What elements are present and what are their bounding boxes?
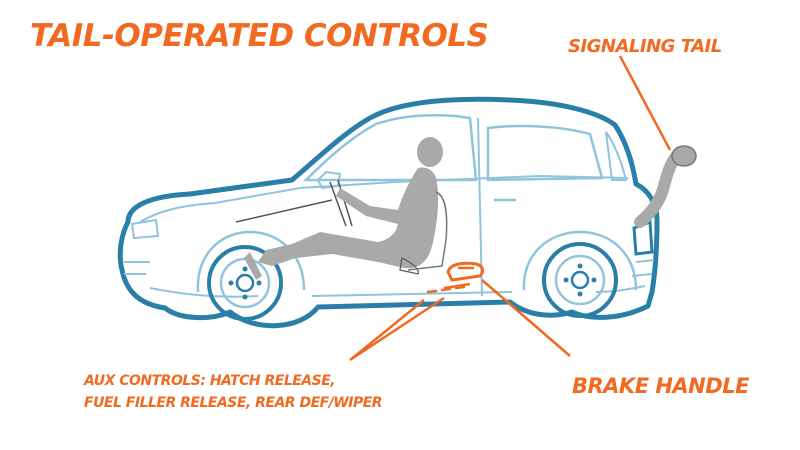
- aux-control-marks: [426, 285, 466, 294]
- car-body-outline: [117, 96, 660, 329]
- headlight: [130, 218, 160, 240]
- rear-wheel-arch: [522, 230, 638, 291]
- aux-controls-line2: FUEL FILLER RELEASE, REAR DEF/WIPER: [84, 395, 383, 411]
- aux-controls-line1: AUX CONTROLS: HATCH RELEASE,: [84, 373, 336, 389]
- driver-seat: [407, 191, 448, 271]
- steering-wheel: [337, 179, 353, 227]
- leader-aux-controls: [349, 296, 445, 362]
- leader-brake-handle: [481, 279, 571, 357]
- brake-handle-label: BRAKE HANDLE: [572, 374, 749, 398]
- front-bumper: [124, 261, 150, 275]
- rear-window: [486, 124, 604, 182]
- diagram-title: TAIL-OPERATED CONTROLS: [30, 18, 489, 54]
- brake-handle: [443, 261, 485, 290]
- signaling-tail-label: SIGNALING TAIL: [568, 36, 722, 57]
- aux-controls-label: AUX CONTROLS: HATCH RELEASE, FUEL FILLER…: [84, 370, 383, 414]
- hatch-glass: [605, 131, 628, 181]
- dashboard-line: [235, 199, 333, 223]
- signaling-tail: [634, 145, 697, 228]
- rear-wheel: [542, 242, 618, 318]
- driver-figure: [244, 137, 443, 280]
- front-wheel-arch: [196, 230, 306, 293]
- leader-signaling-tail: [618, 55, 672, 151]
- side-mirror: [316, 170, 342, 190]
- steering-column: [329, 181, 347, 227]
- car-body-inner: [139, 174, 629, 223]
- front-window: [302, 114, 478, 182]
